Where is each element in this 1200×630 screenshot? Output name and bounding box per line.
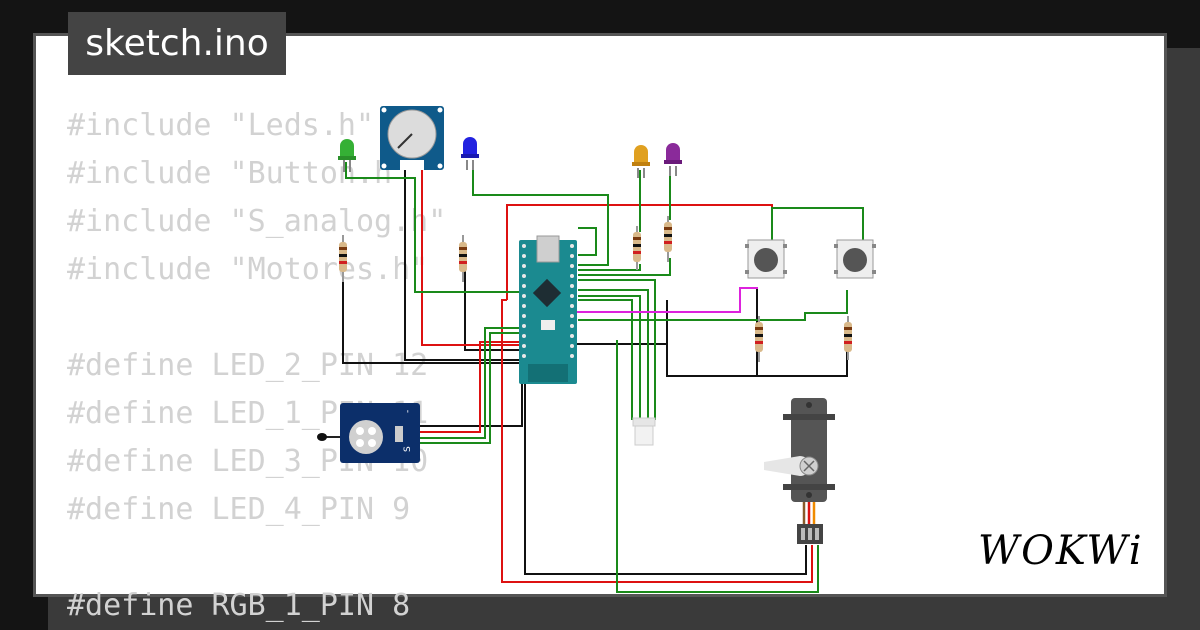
wokwi-logo: WOKWi	[978, 528, 1144, 574]
resistor-2	[459, 235, 467, 282]
code-line: #include "S_analog.h"	[67, 204, 447, 239]
code-line: #define RGB_1_PIN 8	[67, 588, 411, 623]
preview-card: #include "Leds.h" #include "Button.h" #i…	[33, 33, 1167, 623]
rgb-led[interactable]	[632, 417, 656, 446]
code-line: #define LED_2_PIN 12	[67, 348, 429, 383]
servo-motor[interactable]	[764, 398, 835, 544]
pushbutton-2[interactable]	[834, 239, 876, 279]
sensor-pin-minus: -	[403, 410, 413, 413]
pushbutton-1[interactable]	[745, 239, 787, 279]
resistor-3	[633, 226, 641, 270]
resistor-6	[844, 316, 852, 360]
led-yellow[interactable]	[632, 145, 650, 178]
led-blue[interactable]	[461, 137, 479, 170]
arduino-nano-board[interactable]	[519, 235, 577, 384]
led-green[interactable]	[338, 139, 356, 172]
code-line: #include "Button.h"	[67, 156, 411, 191]
wires-green	[345, 162, 864, 593]
resistor-1	[339, 235, 347, 282]
sensor-module[interactable]	[317, 403, 420, 463]
sensor-pin-s: S	[403, 446, 413, 452]
wire-magenta	[575, 287, 758, 313]
code-line: #define LED_4_PIN 9	[67, 492, 411, 527]
code-line: #include "Leds.h"	[67, 108, 375, 143]
resistors	[339, 216, 852, 362]
sensor-pin-labels: S -	[403, 410, 413, 452]
code-line: #include "Motores.h"	[67, 252, 429, 287]
resistor-5	[755, 316, 763, 362]
led-purple[interactable]	[664, 143, 682, 176]
file-tab[interactable]: sketch.ino	[68, 12, 286, 75]
potentiometer[interactable]	[380, 106, 444, 170]
resistor-4	[664, 216, 672, 262]
